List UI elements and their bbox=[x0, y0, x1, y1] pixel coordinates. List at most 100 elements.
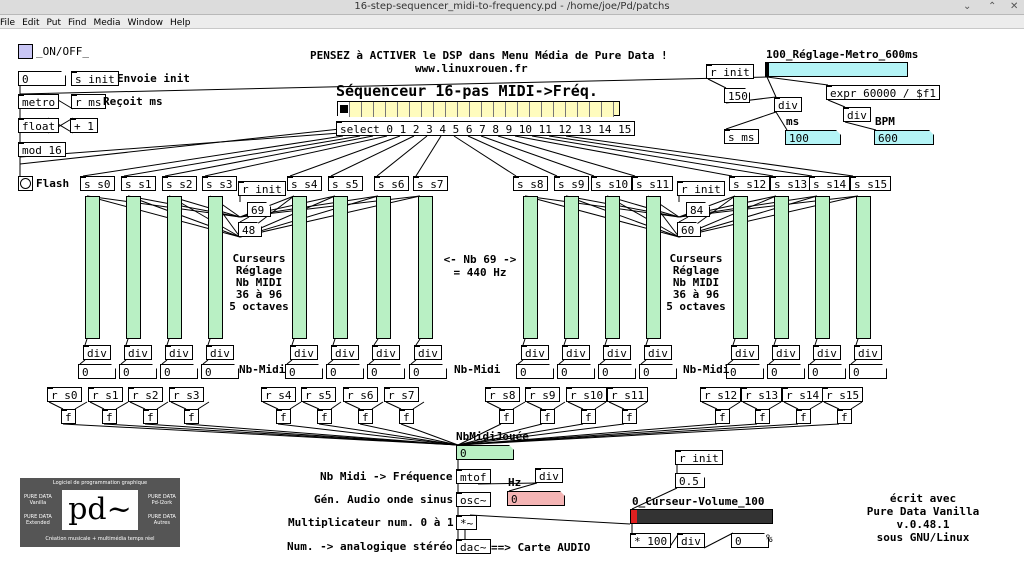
send-s9[interactable]: s s9 bbox=[554, 176, 589, 191]
menu-window[interactable]: Window bbox=[127, 18, 164, 28]
float-step-8[interactable]: f bbox=[499, 409, 514, 424]
float-step-15[interactable]: f bbox=[837, 409, 852, 424]
step-cell[interactable] bbox=[602, 102, 614, 117]
send-s6[interactable]: s s6 bbox=[374, 176, 409, 191]
expr-object[interactable]: expr 60000 / $f1 bbox=[826, 85, 940, 100]
receive-s8[interactable]: r s8 bbox=[485, 387, 520, 402]
slider-step-3[interactable] bbox=[208, 196, 223, 339]
midi-number-5[interactable]: 0 bbox=[326, 364, 364, 379]
s-init-object[interactable]: s init bbox=[71, 71, 119, 86]
slider-step-15[interactable] bbox=[856, 196, 871, 339]
send-s12[interactable]: s s12 bbox=[729, 176, 771, 191]
step-cell[interactable] bbox=[518, 102, 530, 117]
send-s11[interactable]: s s11 bbox=[632, 176, 674, 191]
slider-step-9[interactable] bbox=[564, 196, 579, 339]
step-cell[interactable] bbox=[446, 102, 458, 117]
div-step-1[interactable]: div bbox=[124, 345, 152, 360]
volume-slider[interactable] bbox=[630, 509, 773, 524]
float-step-11[interactable]: f bbox=[622, 409, 637, 424]
step-cell[interactable] bbox=[494, 102, 506, 117]
mul100-object[interactable]: * 100 bbox=[630, 533, 672, 548]
midi-number-14[interactable]: 0 bbox=[808, 364, 846, 379]
receive-s14[interactable]: r s14 bbox=[782, 387, 824, 402]
receive-s15[interactable]: r s15 bbox=[822, 387, 864, 402]
float-step-9[interactable]: f bbox=[540, 409, 555, 424]
left-number-69[interactable]: 69 bbox=[247, 202, 271, 217]
close-icon[interactable]: ✕ bbox=[1010, 1, 1019, 12]
right-number-60[interactable]: 60 bbox=[677, 222, 701, 237]
flash-bang[interactable] bbox=[18, 176, 33, 191]
step-cell[interactable] bbox=[398, 102, 410, 117]
midi-number-0[interactable]: 0 bbox=[78, 364, 116, 379]
left-r-init[interactable]: r init bbox=[238, 181, 286, 196]
menu-put[interactable]: Put bbox=[46, 18, 62, 28]
receive-s1[interactable]: r s1 bbox=[88, 387, 123, 402]
hz-div-object[interactable]: div bbox=[535, 468, 563, 483]
send-s14[interactable]: s s14 bbox=[809, 176, 851, 191]
step-cell[interactable] bbox=[470, 102, 482, 117]
step-cell[interactable] bbox=[578, 102, 590, 117]
midi-number-15[interactable]: 0 bbox=[849, 364, 887, 379]
step-cell[interactable] bbox=[542, 102, 554, 117]
receive-s11[interactable]: r s11 bbox=[607, 387, 649, 402]
midi-number-6[interactable]: 0 bbox=[367, 364, 405, 379]
minimize-icon[interactable]: ⌄ bbox=[963, 1, 972, 12]
div-step-7[interactable]: div bbox=[414, 345, 442, 360]
slider-step-8[interactable] bbox=[523, 196, 538, 339]
step-cell[interactable] bbox=[410, 102, 422, 117]
send-s0[interactable]: s s0 bbox=[80, 176, 115, 191]
receive-s0[interactable]: r s0 bbox=[47, 387, 82, 402]
midi-number-12[interactable]: 0 bbox=[726, 364, 764, 379]
r-ms-object[interactable]: r ms bbox=[71, 94, 106, 109]
div-step-10[interactable]: div bbox=[603, 345, 631, 360]
midi-number-11[interactable]: 0 bbox=[639, 364, 677, 379]
right-number-84[interactable]: 84 bbox=[686, 202, 710, 217]
div-step-15[interactable]: div bbox=[854, 345, 882, 360]
slider-step-4[interactable] bbox=[292, 196, 307, 339]
float-step-10[interactable]: f bbox=[581, 409, 596, 424]
slider-step-14[interactable] bbox=[815, 196, 830, 339]
send-s5[interactable]: s s5 bbox=[328, 176, 363, 191]
slider-step-5[interactable] bbox=[333, 196, 348, 339]
midi-number-2[interactable]: 0 bbox=[160, 364, 198, 379]
osc-object[interactable]: osc~ bbox=[456, 492, 491, 507]
step-cell[interactable] bbox=[362, 102, 374, 117]
receive-s9[interactable]: r s9 bbox=[525, 387, 560, 402]
slider-step-13[interactable] bbox=[774, 196, 789, 339]
send-s8[interactable]: s s8 bbox=[513, 176, 548, 191]
div-step-9[interactable]: div bbox=[562, 345, 590, 360]
div-step-5[interactable]: div bbox=[331, 345, 359, 360]
receive-s2[interactable]: r s2 bbox=[128, 387, 163, 402]
menu-edit[interactable]: Edit bbox=[22, 18, 40, 28]
menu-file[interactable]: File bbox=[0, 18, 16, 28]
step-cell[interactable] bbox=[386, 102, 398, 117]
div-step-3[interactable]: div bbox=[206, 345, 234, 360]
init-number[interactable]: 0 bbox=[18, 71, 66, 86]
midi-number-8[interactable]: 0 bbox=[516, 364, 554, 379]
step-cell[interactable] bbox=[554, 102, 566, 117]
div-step-2[interactable]: div bbox=[165, 345, 193, 360]
slider-step-1[interactable] bbox=[126, 196, 141, 339]
float-step-0[interactable]: f bbox=[61, 409, 76, 424]
s-ms-object[interactable]: s ms bbox=[724, 129, 759, 144]
float-step-1[interactable]: f bbox=[102, 409, 117, 424]
midi-number-7[interactable]: 0 bbox=[409, 364, 447, 379]
send-s3[interactable]: s s3 bbox=[202, 176, 237, 191]
right-r-init[interactable]: r init bbox=[677, 181, 725, 196]
send-s4[interactable]: s s4 bbox=[287, 176, 322, 191]
slider-step-7[interactable] bbox=[418, 196, 433, 339]
receive-s3[interactable]: r s3 bbox=[169, 387, 204, 402]
float-step-12[interactable]: f bbox=[715, 409, 730, 424]
metro-number-150[interactable]: 150 bbox=[724, 88, 750, 103]
step-cell[interactable] bbox=[482, 102, 494, 117]
step-indicator-radio[interactable] bbox=[337, 101, 620, 117]
float-step-5[interactable]: f bbox=[317, 409, 332, 424]
slider-step-11[interactable] bbox=[646, 196, 661, 339]
menu-media[interactable]: Media bbox=[93, 18, 121, 28]
midi-number-4[interactable]: 0 bbox=[285, 364, 323, 379]
send-s1[interactable]: s s1 bbox=[121, 176, 156, 191]
metro-r-init[interactable]: r init bbox=[706, 64, 754, 79]
metro-object[interactable]: metro bbox=[18, 94, 60, 109]
bpm-number[interactable]: 600 bbox=[874, 130, 934, 145]
select-object[interactable]: select 0 1 2 3 4 5 6 7 8 9 10 11 12 13 1… bbox=[336, 121, 636, 136]
